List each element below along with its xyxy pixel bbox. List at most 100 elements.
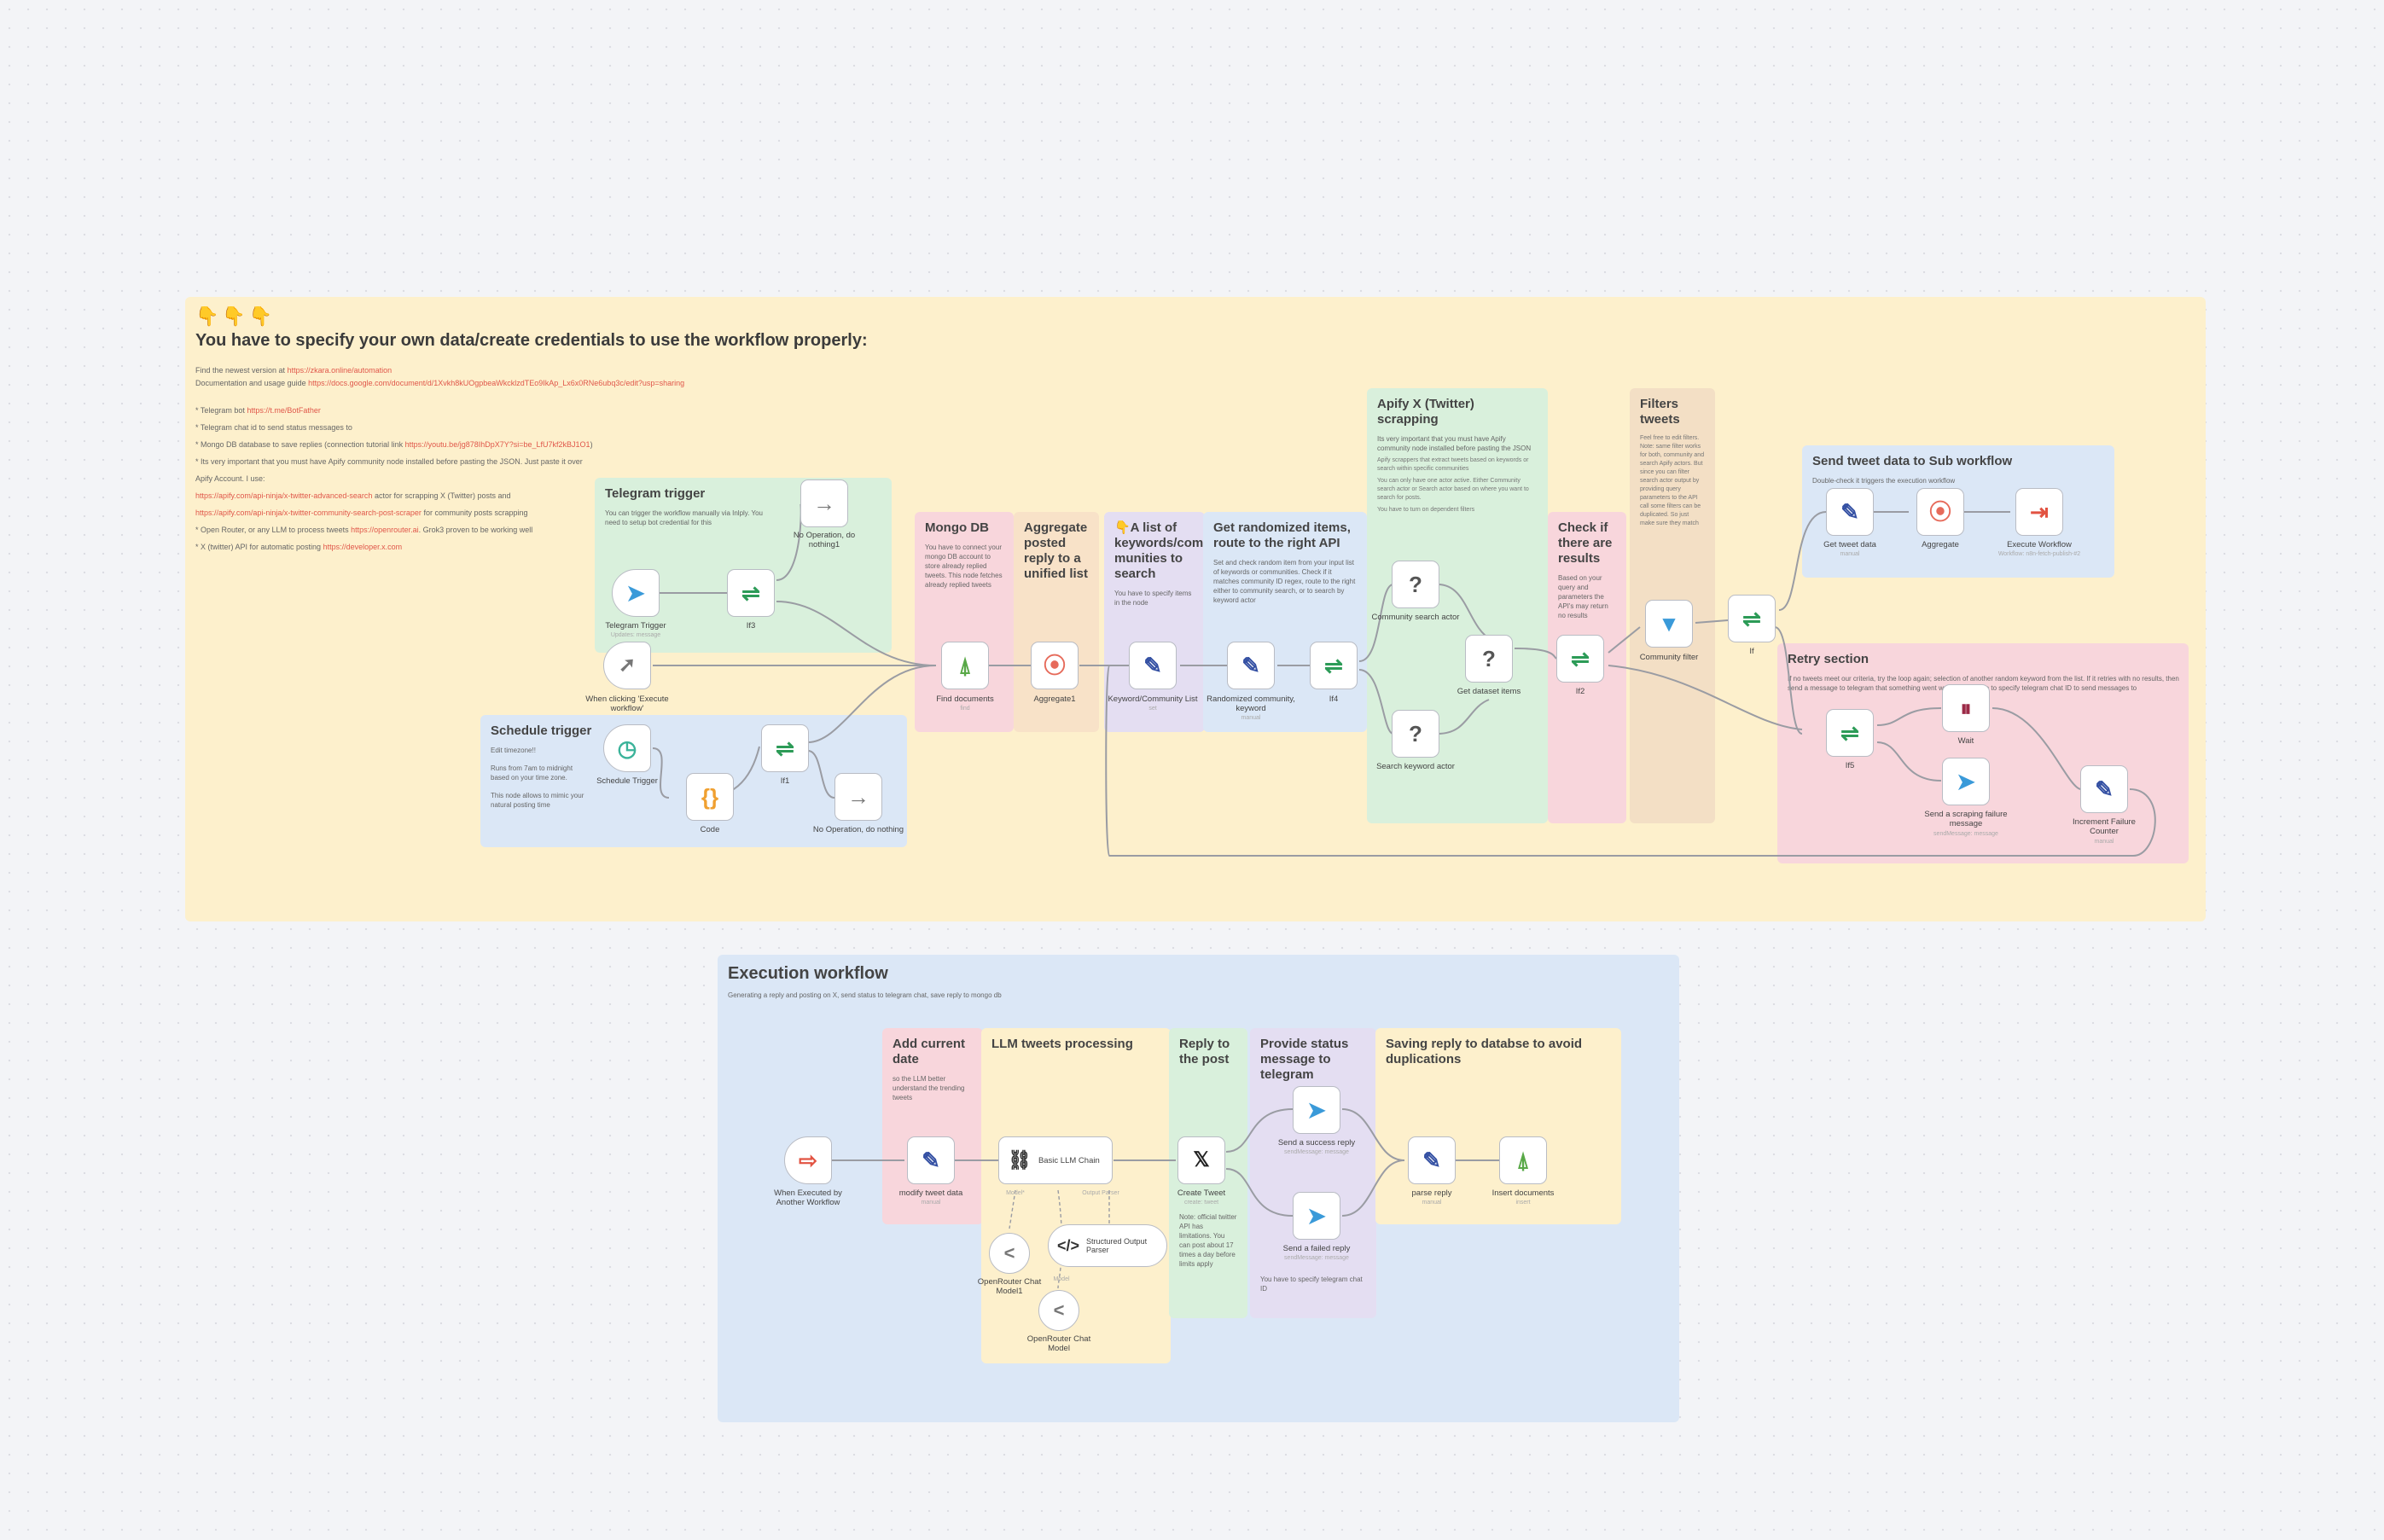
- get-dataset-node[interactable]: ?: [1465, 635, 1513, 683]
- node-label: OpenRouter Chat Model: [1026, 1334, 1091, 1353]
- if-icon: ⇌: [1742, 606, 1761, 631]
- community-filter-node[interactable]: ▼: [1645, 600, 1693, 648]
- newest-version-link[interactable]: https://zkara.online/automation: [287, 366, 392, 375]
- search-keyword-node[interactable]: ?: [1392, 710, 1439, 758]
- node-sublabel: create: tweet: [1183, 1200, 1219, 1206]
- schedule-trigger-node[interactable]: ◷: [603, 724, 651, 772]
- get-tweet-data-node[interactable]: ✎: [1826, 488, 1874, 536]
- node-sublabel: Workflow: n8n-fetch-publish-#2: [1997, 551, 2081, 557]
- node-label: Insert documents: [1491, 1188, 1555, 1198]
- scraping-failure-node[interactable]: ➤: [1942, 758, 1990, 805]
- x-developer-link[interactable]: https://developer.x.com: [323, 543, 403, 551]
- failed-reply-node[interactable]: ➤: [1293, 1192, 1340, 1240]
- note-title: 👇A list of keywords/com munities to sear…: [1114, 520, 1204, 581]
- newest-version-line: Find the newest version at https://zkara…: [195, 366, 392, 375]
- botfather-link[interactable]: https://t.me/BotFather: [247, 406, 321, 415]
- insert-documents-node[interactable]: ⍋: [1499, 1136, 1547, 1184]
- aggregate-note[interactable]: Aggregate posted reply to a unified list: [1014, 512, 1099, 732]
- bullet-openrouter: * Open Router, or any LLM to process twe…: [195, 526, 533, 534]
- mongo-tutorial-link[interactable]: https://youtu.be/jg878IhDpX7Y?si=be_LfU7…: [404, 440, 590, 449]
- create-tweet-node[interactable]: 𝕏: [1177, 1136, 1225, 1184]
- saving-reply-note[interactable]: Saving reply to databse to avoid duplica…: [1375, 1028, 1621, 1224]
- parse-reply-node[interactable]: ✎: [1408, 1136, 1456, 1184]
- if-icon: ⇌: [1324, 653, 1343, 678]
- port-label: Output Parser: [1082, 1190, 1119, 1196]
- if1-node[interactable]: ⇌: [761, 724, 809, 772]
- port-label: Model: [1053, 1276, 1070, 1282]
- node-label: Wait: [1957, 736, 1974, 746]
- openrouter1-node[interactable]: <: [989, 1233, 1030, 1274]
- structured-parser-node[interactable]: </> Structured Output Parser: [1048, 1224, 1167, 1267]
- note-title: Telegram trigger: [605, 486, 706, 501]
- noop-top-node[interactable]: →: [800, 479, 848, 527]
- increment-counter-node[interactable]: ✎: [2080, 765, 2128, 813]
- if3-node[interactable]: ⇌: [727, 569, 775, 617]
- node-label: If2: [1575, 687, 1585, 696]
- note-body: Set and check random item from your inpu…: [1213, 559, 1356, 604]
- node-label: Community filter: [1639, 653, 1699, 662]
- keyword-list-node[interactable]: ✎: [1129, 642, 1177, 689]
- node-label: Search keyword actor: [1376, 762, 1455, 771]
- if-node[interactable]: ⇌: [1728, 595, 1776, 642]
- bullet-apify-actor2: https://apify.com/api-ninja/x-twitter-co…: [195, 508, 528, 517]
- if-icon: ⇌: [776, 735, 794, 761]
- openrouter-icon: <: [1003, 1242, 1015, 1264]
- note-title: Aggregate posted reply to a unified list: [1024, 520, 1088, 581]
- execute-workflow-node[interactable]: ⇥: [2015, 488, 2063, 536]
- note-body: Runs from 7am to midnight based on your …: [491, 764, 573, 782]
- community-search-node[interactable]: ?: [1392, 561, 1439, 608]
- note-title: Add current date: [893, 1037, 966, 1066]
- documentation-link[interactable]: https://docs.google.com/document/d/1Xvkh…: [308, 379, 685, 387]
- wait-node[interactable]: ⏸: [1942, 684, 1990, 732]
- note-title: Provide status message to telegram: [1260, 1037, 1349, 1082]
- node-label: Aggregate: [1922, 540, 1959, 549]
- if4-node[interactable]: ⇌: [1310, 642, 1358, 689]
- telegram-icon: ➤: [626, 580, 645, 606]
- note-body: You can only have one actor active. Eith…: [1377, 478, 1529, 501]
- openrouter-link[interactable]: https://openrouter.ai: [351, 526, 419, 534]
- apify-community-link[interactable]: https://apify.com/api-ninja/x-twitter-co…: [195, 508, 422, 517]
- cursor-icon: ➚: [618, 654, 637, 677]
- telegram-trigger-node[interactable]: ➤: [612, 569, 660, 617]
- modify-tweet-node[interactable]: ✎: [907, 1136, 955, 1184]
- aggregate1-node[interactable]: ⦿: [1031, 642, 1079, 689]
- node-label: Find documents: [936, 694, 994, 704]
- when-executed-node[interactable]: ⇨: [784, 1136, 832, 1184]
- node-sublabel: sendMessage: message: [1284, 1149, 1349, 1155]
- success-reply-node[interactable]: ➤: [1293, 1086, 1340, 1134]
- node-label: When Executed by Another Workflow: [774, 1188, 842, 1207]
- status-message-note[interactable]: Provide status message to telegram You h…: [1250, 1028, 1376, 1318]
- node-sublabel: set: [1148, 706, 1157, 712]
- aggregate-node[interactable]: ⦿: [1916, 488, 1964, 536]
- exit-icon: ⇨: [799, 1148, 817, 1173]
- note-title: Reply to the post: [1179, 1037, 1230, 1066]
- pointing-down-emojis: 👇👇👇: [195, 305, 276, 327]
- node-sublabel: manual: [2094, 839, 2114, 845]
- note-title: Execution workflow: [728, 964, 888, 983]
- find-documents-node[interactable]: ⍋: [941, 642, 989, 689]
- if2-node[interactable]: ⇌: [1556, 635, 1604, 683]
- node-sublabel: sendMessage: message: [1284, 1255, 1349, 1261]
- openrouter-icon: <: [1053, 1299, 1065, 1321]
- node-sublabel: manual: [1422, 1200, 1442, 1206]
- if5-node[interactable]: ⇌: [1826, 709, 1874, 757]
- basic-llm-chain-node[interactable]: ⛓ Basic LLM Chain: [998, 1136, 1113, 1184]
- pencil-icon: ✎: [1143, 653, 1162, 678]
- noop-bottom-node[interactable]: →: [834, 773, 882, 821]
- pencil-icon: ✎: [1241, 653, 1260, 678]
- node-sublabel: sendMessage: message: [1933, 831, 1998, 837]
- pencil-icon: ✎: [1840, 499, 1859, 525]
- note-title: Saving reply to databse to avoid duplica…: [1386, 1037, 1583, 1066]
- mongodb-leaf-icon: ⍋: [1516, 1148, 1530, 1173]
- note-body: You can trigger the workflow manually vi…: [605, 509, 763, 526]
- bullet-chat-id: * Telegram chat id to send status messag…: [195, 423, 352, 432]
- manual-trigger-node[interactable]: ➚: [603, 642, 651, 689]
- node-label: Basic LLM Chain: [1038, 1155, 1100, 1165]
- node-label: parse reply: [1411, 1188, 1452, 1198]
- randomized-keyword-node[interactable]: ✎: [1227, 642, 1275, 689]
- apify-advanced-search-link[interactable]: https://apify.com/api-ninja/x-twitter-ad…: [195, 491, 373, 500]
- bullet-telegram-bot: * Telegram bot https://t.me/BotFather: [195, 406, 321, 415]
- openrouter2-node[interactable]: <: [1038, 1290, 1079, 1331]
- add-date-note[interactable]: Add current date so the LLM better under…: [882, 1028, 983, 1224]
